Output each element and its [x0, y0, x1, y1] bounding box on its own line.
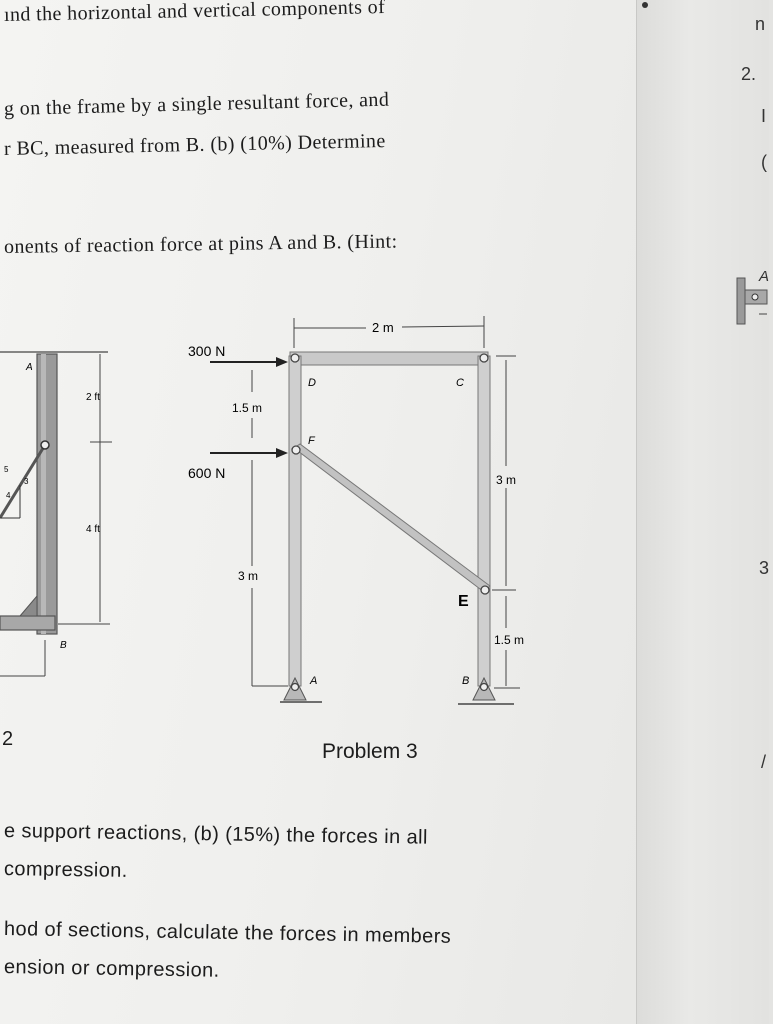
frame-dim-right-upper: 3 m: [496, 473, 516, 487]
text-line-7: hod of sections, calculate the forces in…: [3, 918, 452, 948]
left-dim-top: 2 ft: [86, 392, 100, 403]
text-line-1: ınd the horizontal and vertical componen…: [3, 0, 386, 26]
right-fragment-2: (: [761, 152, 767, 172]
left-dim-bottom: 4 ft: [86, 524, 100, 535]
right-page: n 2. I ( A 3 /: [636, 0, 769, 1024]
frame-label-c: C: [456, 377, 464, 389]
frame-dim-lower-left: 3 m: [238, 569, 258, 583]
left-slope-a: 5: [4, 465, 9, 474]
text-line-6: compression.: [3, 858, 128, 882]
text-line-8: ension or compression.: [3, 956, 220, 982]
frame-diagram: 2 m 300 N 600 N 1.5 m 3: [188, 316, 524, 705]
frame-label-e: E: [458, 593, 469, 610]
right-fragment-1: I: [761, 106, 767, 126]
frame-label-d: D: [308, 377, 316, 389]
frame-force-mid: 600 N: [188, 465, 225, 481]
left-label-b: B: [60, 640, 67, 651]
right-fragment-4: /: [761, 752, 767, 772]
left-page: ınd the horizontal and vertical componen…: [0, 0, 636, 1024]
left-slope-b: 3: [24, 477, 29, 486]
left-label-a: A: [25, 362, 33, 373]
right-partial-figure: [736, 277, 768, 325]
text-line-5: e support reactions, (b) (15%) the force…: [3, 820, 428, 849]
frame-dim-top: 2 m: [372, 320, 394, 335]
text-line-4: onents of reaction force at pins A and B…: [3, 230, 398, 258]
text-line-3: r BC, measured from B. (b) (10%) Determi…: [3, 130, 386, 160]
frame-label-a: A: [309, 675, 317, 687]
right-fragment-top: n: [755, 14, 766, 34]
problem-number: 2: [2, 728, 14, 750]
ink-dot: [642, 2, 648, 8]
frame-label-b: B: [462, 675, 469, 687]
text-line-2: g on the frame by a single resultant for…: [3, 88, 390, 120]
left-partial-figure: A 2 ft 4 ft 5 3 4 B: [0, 351, 112, 677]
left-slope-c: 4: [6, 491, 11, 500]
figure-caption: Problem 3: [322, 740, 418, 763]
frame-dim-upper-left: 1.5 m: [232, 401, 262, 415]
right-fragment-3: 3: [759, 558, 770, 578]
frame-force-top: 300 N: [188, 343, 225, 359]
right-number: 2.: [741, 64, 757, 84]
frame-label-f: F: [308, 435, 316, 447]
frame-dim-right-lower: 1.5 m: [494, 633, 524, 647]
right-label-a: A: [759, 268, 770, 285]
